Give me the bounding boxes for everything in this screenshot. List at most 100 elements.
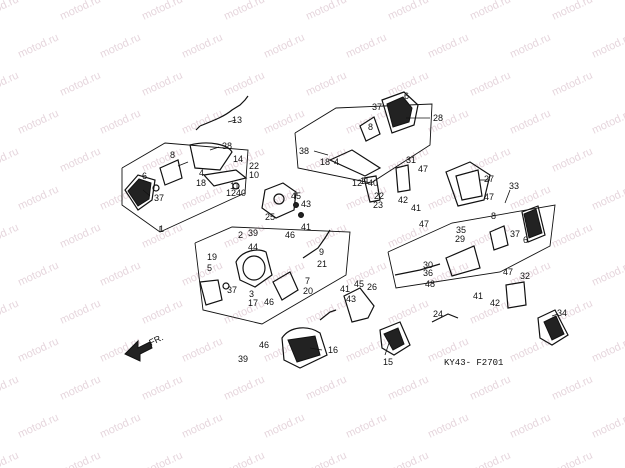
callout-41: 41 [301, 222, 311, 232]
watermark-text: motod.ru [16, 259, 60, 288]
watermark-text: motod.ru [222, 0, 266, 23]
watermark-text: motod.ru [386, 449, 430, 468]
callout-22: 22 [249, 161, 259, 171]
watermark-text: motod.ru [550, 373, 594, 402]
watermark-text: motod.ru [550, 221, 594, 250]
callout-43: 43 [301, 199, 311, 209]
callout-47c: 47 [419, 219, 429, 229]
watermark-text: motod.ru [58, 145, 102, 174]
watermark-text: motod.ru [58, 297, 102, 326]
assembly-box-top-right [294, 103, 433, 184]
callout-1: 1 [159, 224, 164, 234]
watermark-text: motod.ru [140, 69, 184, 98]
watermark-text: motod.ru [386, 297, 430, 326]
callout-4: 4 [199, 168, 204, 178]
callout-48: 48 [425, 279, 435, 289]
callout-30: 30 [423, 260, 433, 270]
callout-43b: 43 [346, 294, 356, 304]
watermark-text: motod.ru [0, 297, 21, 326]
watermark-text: motod.ru [344, 335, 388, 364]
watermark-text: motod.ru [222, 449, 266, 468]
callouts: 13 38 8 14 22 10 6 4 18 11 12 40 37 45 4… [142, 91, 567, 367]
callout-41d: 41 [473, 291, 483, 301]
watermark-text: motod.ru [344, 31, 388, 60]
watermark-text: motod.ru [468, 0, 512, 23]
callout-12b: 12 [352, 178, 362, 188]
watermark-text: motod.ru [304, 69, 348, 98]
callout-12: 12 [226, 188, 236, 198]
callout-31: 31 [406, 155, 416, 165]
callout-38: 38 [222, 141, 232, 151]
callout-3: 3 [249, 289, 254, 299]
callout-39b: 39 [238, 354, 248, 364]
watermark-text: motod.ru [550, 69, 594, 98]
watermark-text: motod.ru [140, 297, 184, 326]
rear-winker-top [328, 91, 419, 203]
watermark-text: motod.ru [550, 449, 594, 468]
callout-47b: 47 [484, 192, 494, 202]
callout-17: 17 [248, 298, 258, 308]
callout-38b: 38 [299, 146, 309, 156]
watermark-text: motod.ru [58, 0, 102, 23]
watermark-text: motod.ru [508, 107, 552, 136]
callout-15: 15 [383, 357, 393, 367]
watermark-text: motod.ru [508, 411, 552, 440]
callout-22b: 22 [374, 191, 384, 201]
watermark-text: motod.ru [180, 411, 224, 440]
watermark-text: motod.ru [58, 69, 102, 98]
watermark-text: motod.ru [304, 449, 348, 468]
watermark-text: motod.ru [0, 145, 21, 174]
callout-39a: 39 [248, 228, 258, 238]
callout-35: 35 [456, 225, 466, 235]
callout-11b: 11 [360, 176, 369, 186]
watermark-text: motod.ru [140, 373, 184, 402]
watermark-text: motod.ru [304, 297, 348, 326]
watermark-text: motod.ru [344, 411, 388, 440]
center-winker [199, 229, 331, 306]
watermark-text: motod.ru [304, 0, 348, 23]
callout-9: 9 [319, 247, 324, 257]
callout-7: 7 [305, 276, 310, 286]
callout-21: 21 [317, 259, 327, 269]
callout-36: 36 [423, 268, 433, 278]
watermark-text: motod.ru [180, 259, 224, 288]
watermark-text: motod.ru [426, 411, 470, 440]
watermark-text: motod.ru [58, 221, 102, 250]
watermark-text: motod.ru [0, 69, 21, 98]
callout-40: 40 [236, 188, 246, 198]
watermark-text: motod.ru [0, 0, 21, 23]
callout-16: 16 [328, 345, 338, 355]
watermark-text: motod.ru [508, 31, 552, 60]
watermark-text: motod.ru [16, 107, 60, 136]
lower-right-parts [343, 281, 569, 356]
watermark-text: motod.ru [58, 449, 102, 468]
callout-29: 29 [455, 234, 465, 244]
watermark-text: motod.ru [304, 373, 348, 402]
callout-34: 34 [557, 308, 567, 318]
callout-37: 37 [154, 193, 164, 203]
callout-18b: 18 [320, 157, 330, 167]
callout-41c: 41 [411, 203, 421, 213]
callout-40b: 40 [368, 178, 378, 188]
callout-44: 44 [248, 242, 258, 252]
watermark-text: motod.ru [0, 373, 21, 402]
callout-37c: 37 [372, 102, 382, 112]
watermark-text: motod.ru [590, 183, 625, 212]
callout-5: 5 [207, 263, 212, 273]
callout-14: 14 [233, 154, 243, 164]
watermark-text: motod.ru [590, 335, 625, 364]
callout-28: 28 [433, 113, 443, 123]
watermark-text: motod.ru [386, 373, 430, 402]
callout-20: 20 [303, 286, 313, 296]
callout-45b: 45 [354, 279, 364, 289]
front-left-winker [124, 142, 248, 211]
watermark-text: motod.ru [222, 221, 266, 250]
watermark-text: motod.ru [222, 297, 266, 326]
watermark-text: motod.ru [16, 411, 60, 440]
callout-32: 32 [520, 271, 530, 281]
direction-label: FR. [147, 332, 164, 347]
callout-13: 13 [232, 115, 242, 125]
callout-18: 18 [196, 178, 206, 188]
watermark-text: motod.ru [98, 107, 142, 136]
callout-45: 45 [291, 191, 301, 201]
